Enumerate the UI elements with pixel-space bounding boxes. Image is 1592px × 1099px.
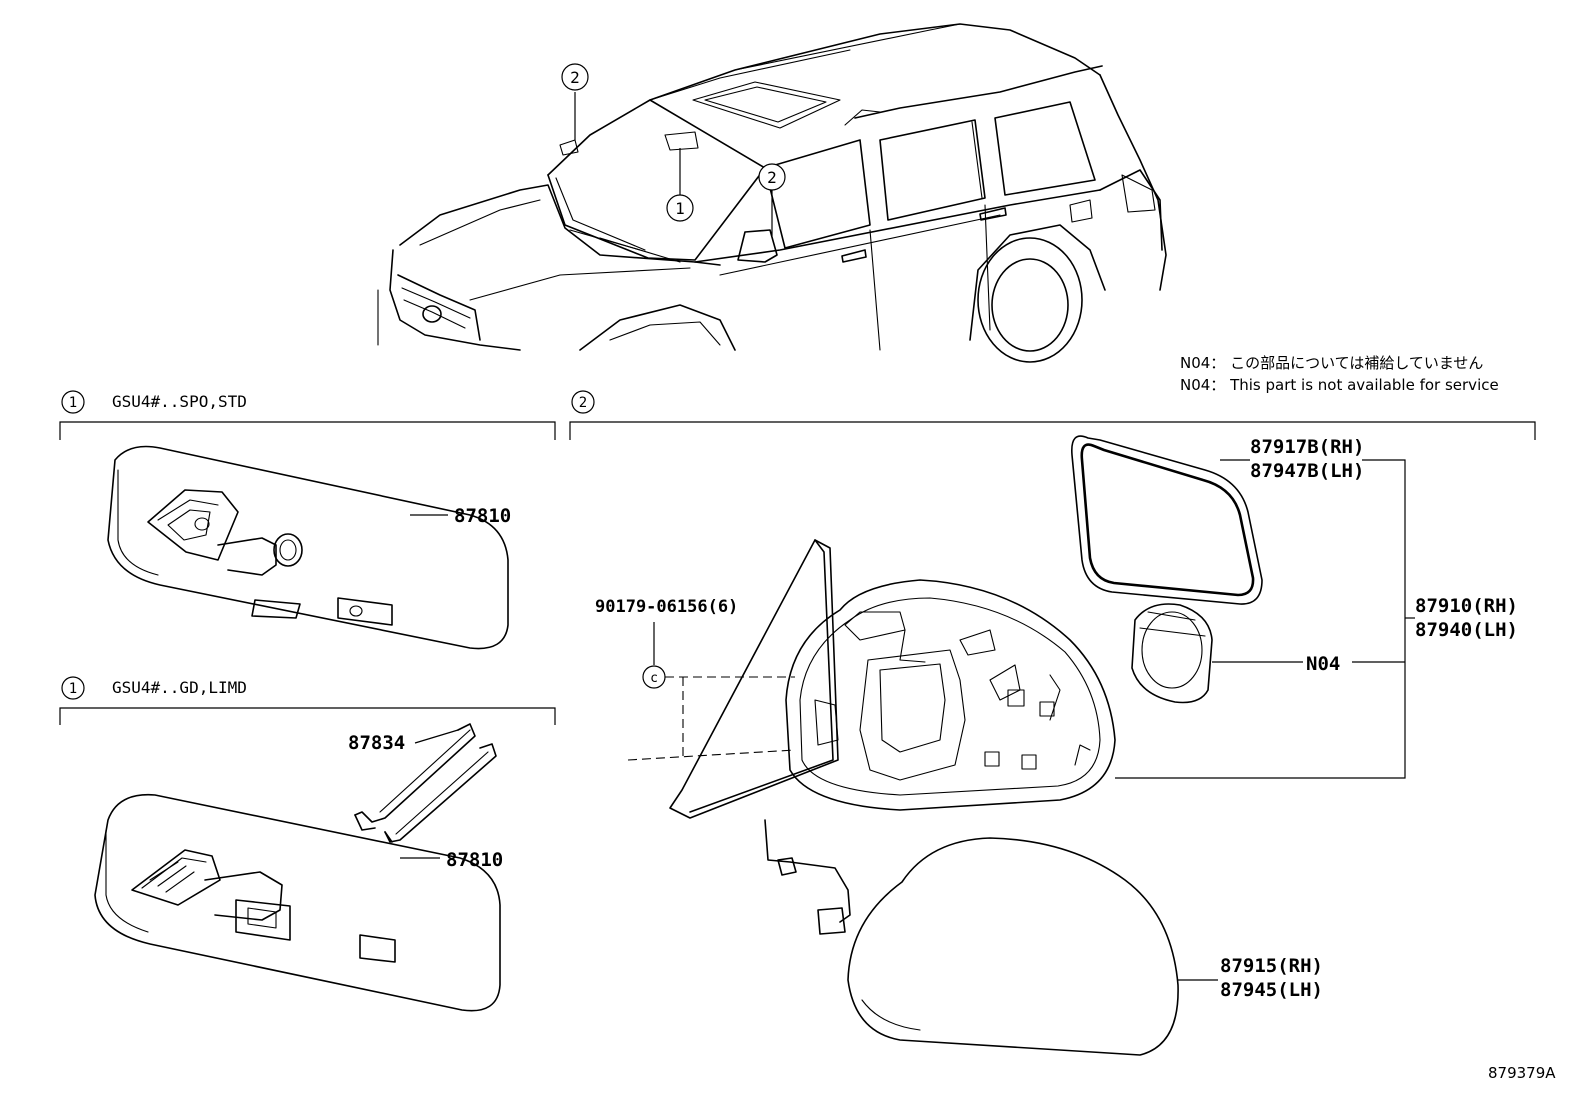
callout-label: 2 xyxy=(767,168,777,187)
bolt-symbol: c xyxy=(650,671,658,686)
section-code: GSU4#..SPO,STD xyxy=(112,392,247,411)
section-marker: 1 xyxy=(69,395,77,411)
illustration-id: 879379A xyxy=(1488,1064,1556,1082)
part-number-bolt: 90179-06156(6) xyxy=(595,597,738,617)
inner-mirror-limd xyxy=(94,793,501,1012)
section-outer-mirror: 2 c 90179-06156(6) xyxy=(569,390,1536,1056)
outer-mirror-assembly xyxy=(669,539,1116,935)
part-number-outer-rh: 87910(RH) xyxy=(1415,595,1518,617)
mirror-motor xyxy=(1131,603,1213,704)
section-inner-mirror-limd: 1 GSU4#..GD,LIMD 87834 xyxy=(59,676,556,1012)
part-number-motor: N04 xyxy=(1306,653,1340,675)
mirror-cover xyxy=(847,837,1179,1056)
section-inner-mirror-std: 1 GSU4#..SPO,STD 87810 xyxy=(59,390,556,650)
part-number-87810-limd: 87810 xyxy=(446,849,503,871)
vehicle-illustration xyxy=(377,23,1167,363)
section-marker: 1 xyxy=(69,681,77,697)
part-number-87834: 87834 xyxy=(348,732,405,754)
mirror-glass xyxy=(1071,435,1263,605)
part-number-cover-rh: 87915(RH) xyxy=(1220,955,1323,977)
part-number-87810-std: 87810 xyxy=(454,505,511,527)
callout-inner-mirror: 1 xyxy=(666,148,694,222)
callout-outer-mirror-left: 2 xyxy=(561,63,589,140)
part-number-glass-rh: 87917B(RH) xyxy=(1250,436,1364,458)
part-number-outer-lh: 87940(LH) xyxy=(1415,619,1518,641)
note-line-jp: N04： この部品については補給していません xyxy=(1180,354,1483,372)
callout-outer-mirror-right: 2 xyxy=(758,163,786,236)
part-number-cover-lh: 87945(LH) xyxy=(1220,979,1323,1001)
section-marker: 2 xyxy=(579,395,587,411)
part-number-glass-lh: 87947B(LH) xyxy=(1250,460,1364,482)
inner-mirror-std xyxy=(107,445,509,650)
bracket-87834 xyxy=(354,723,497,843)
callout-label: 2 xyxy=(570,68,580,87)
note-line-en: N04： This part is not available for serv… xyxy=(1180,376,1499,394)
callout-label: 1 xyxy=(675,199,685,218)
bolt-90179: c xyxy=(627,622,796,761)
section-code: GSU4#..GD,LIMD xyxy=(112,678,247,697)
